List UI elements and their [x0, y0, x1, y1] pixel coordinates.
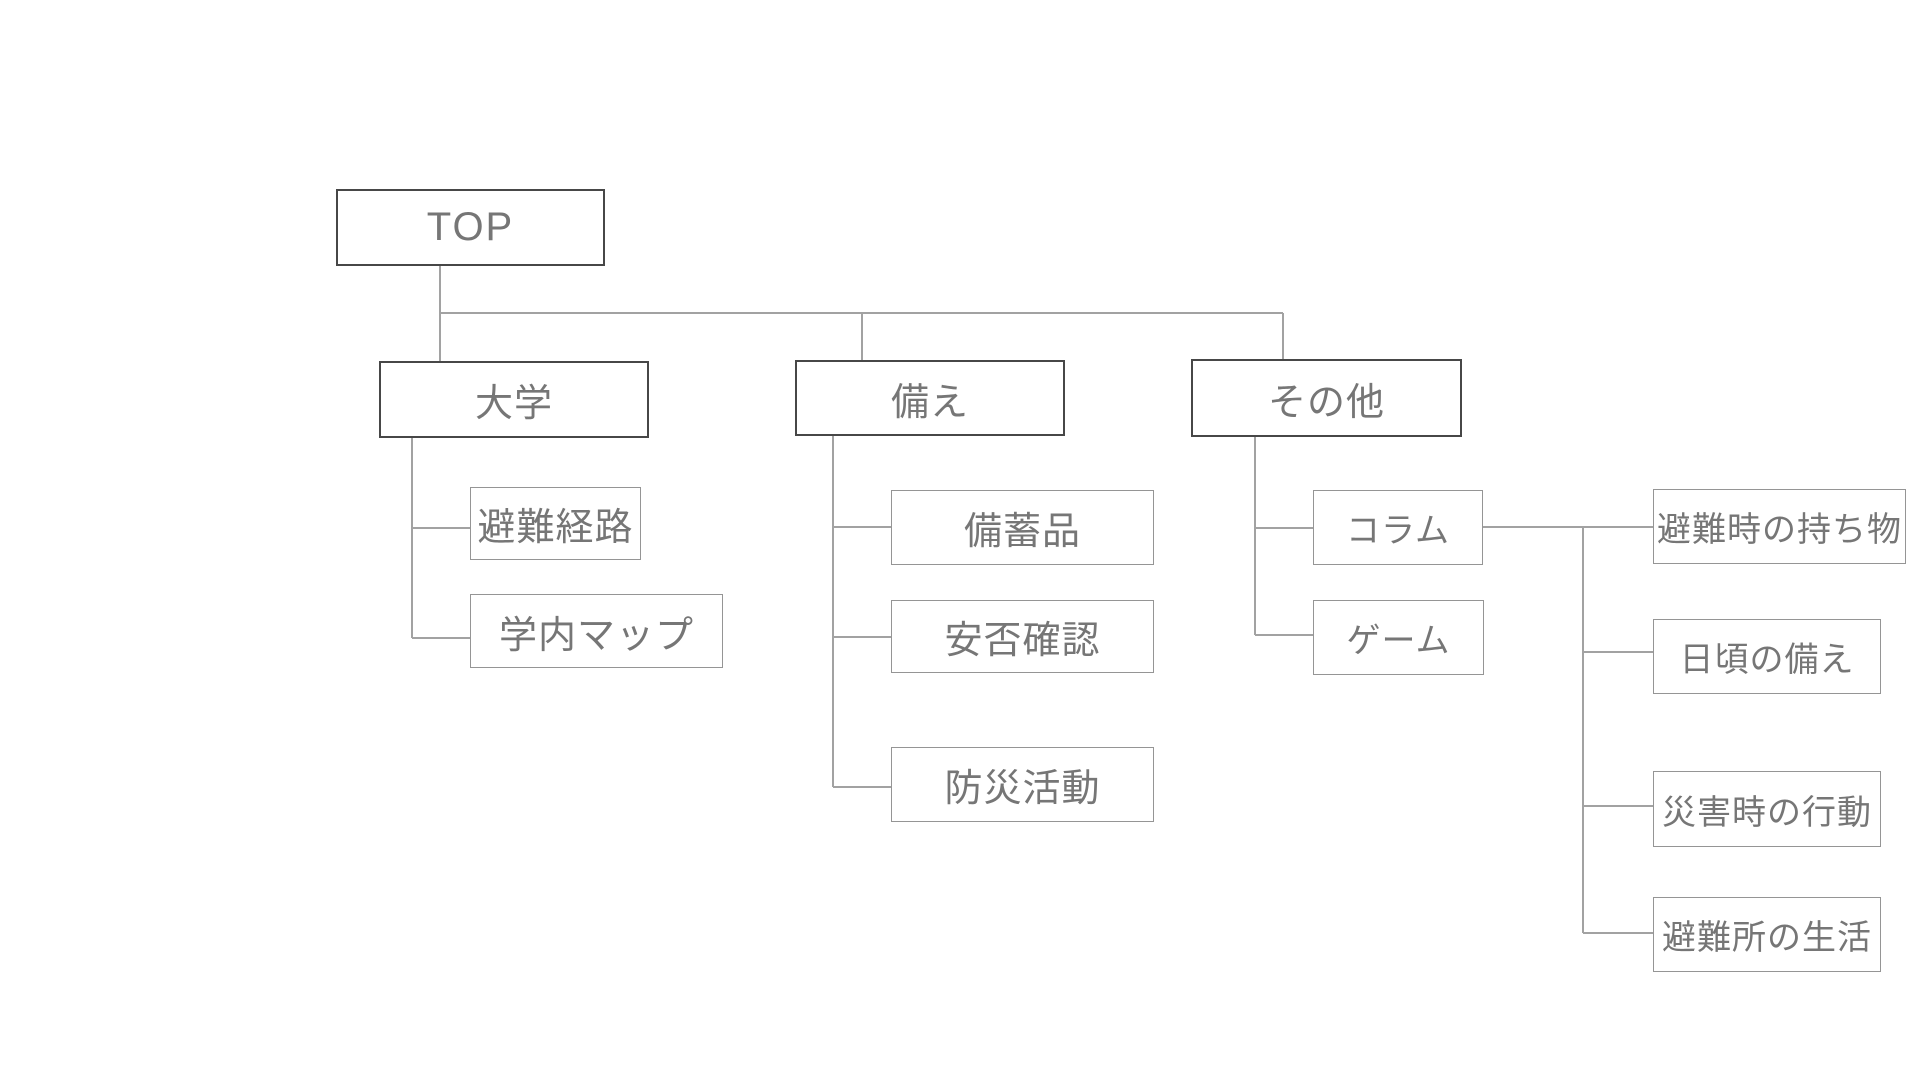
node-daigaku-label: 大学	[474, 383, 553, 425]
node-mochimono: 避難時の持ち物	[1653, 489, 1906, 564]
node-bichikuhin: 備蓄品	[891, 490, 1154, 565]
node-hinanjo: 避難所の生活	[1653, 897, 1881, 972]
node-koramu-label: コラム	[1346, 512, 1450, 550]
node-bichikuhin-label: 備蓄品	[963, 511, 1081, 553]
node-hinanjo-label: 避難所の生活	[1662, 919, 1872, 957]
node-saigaiji-label: 災害時の行動	[1662, 793, 1872, 832]
node-top: TOP	[336, 189, 605, 266]
node-sonae: 備え	[795, 360, 1065, 436]
node-mochimono-label: 避難時の持ち物	[1657, 511, 1902, 549]
node-bosaikatsudo: 防災活動	[891, 747, 1154, 822]
node-gakunaimap: 学内マップ	[470, 594, 723, 668]
node-anpikakunin-label: 安否確認	[944, 620, 1101, 662]
node-koramu: コラム	[1313, 490, 1483, 565]
node-hinankeiro: 避難経路	[470, 487, 641, 560]
node-higoro: 日頃の備え	[1653, 619, 1881, 694]
node-anpikakunin: 安否確認	[891, 600, 1154, 673]
node-top-label: TOP	[426, 205, 515, 249]
node-saigaiji: 災害時の行動	[1653, 771, 1881, 847]
node-sonae-label: 備え	[890, 381, 969, 424]
node-bosaikatsudo-label: 防災活動	[944, 768, 1101, 810]
node-daigaku: 大学	[379, 361, 649, 438]
node-sonota-label: その他	[1267, 381, 1385, 424]
node-higoro-label: 日頃の備え	[1679, 641, 1855, 679]
node-sonota: その他	[1191, 359, 1462, 437]
node-gakunaimap-label: 学内マップ	[498, 614, 694, 657]
node-hinankeiro-label: 避難経路	[477, 507, 634, 549]
node-gemu: ゲーム	[1313, 600, 1484, 675]
node-gemu-label: ゲーム	[1346, 622, 1451, 660]
